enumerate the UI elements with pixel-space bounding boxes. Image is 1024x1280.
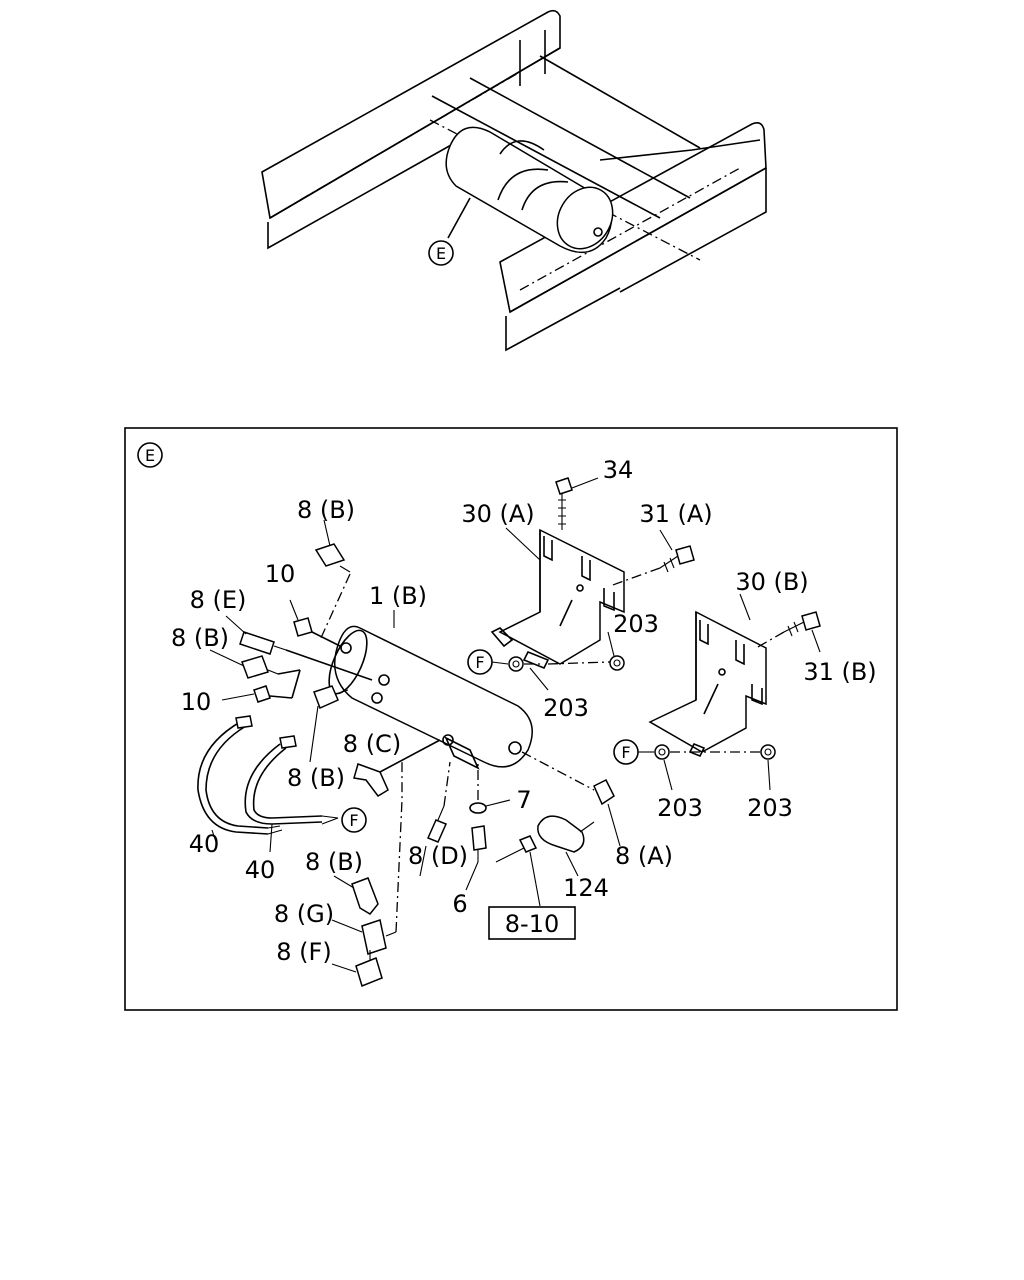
label-hose-40-left: 40 [189,830,220,858]
label-fitting-8b-top: 8 (B) [297,496,355,524]
fitting-8d[interactable] [426,805,448,843]
label-fitting-8b-bottom: 8 (B) [305,848,363,876]
svg-text:E: E [145,446,155,465]
overview-callout-e[interactable]: E [428,240,454,266]
label-switch-124: 124 [563,874,609,902]
fitting-8f[interactable] [355,950,383,988]
label-fitting-8e: 8 (E) [190,586,247,614]
label-fitting-8d: 8 (D) [408,842,468,870]
label-fitting-8g: 8 (G) [274,900,334,928]
label-tank: 1 (B) [369,582,427,610]
label-nut-203-right-a: 203 [657,794,703,822]
fitting-8g[interactable] [361,919,397,955]
label-nut-203-upper: 203 [613,610,659,638]
overview-illustration: E [261,9,767,352]
label-fitting-8b-left: 8 (B) [171,624,229,652]
bolt-31a[interactable] [659,545,695,573]
ref-f-right[interactable]: F [613,739,639,765]
overview-air-tank [445,126,614,254]
hose-40-left[interactable] [197,715,283,835]
ref-f-mid[interactable]: F [341,807,367,833]
hose-40-right[interactable] [244,735,339,825]
label-bracket-30a: 30 (A) [461,500,534,528]
label-nut-203-right-b: 203 [747,794,793,822]
label-nut-34: 34 [603,456,634,484]
plug-10-top[interactable] [293,617,313,637]
valve-6[interactable] [471,825,487,862]
bolt-31b[interactable] [783,611,821,637]
label-hose-40-right: 40 [245,856,276,884]
fitting-8c[interactable] [353,763,389,797]
nut-34[interactable] [555,477,573,530]
label-fitting-8b-mid: 8 (B) [287,764,345,792]
plug-10-bottom[interactable] [253,685,271,703]
detail-view-label: E [137,442,163,468]
switch-124[interactable] [537,815,595,853]
label-plug-10-top: 10 [265,560,296,588]
svg-text:F: F [349,811,358,830]
detail-frame [124,427,898,1011]
sensor-8-10[interactable] [495,835,538,863]
svg-text:F: F [475,653,484,672]
nut-203-left[interactable] [508,656,524,672]
label-plug-10-bottom: 10 [181,688,212,716]
label-valve-6: 6 [452,890,467,918]
label-fitting-8f: 8 (F) [276,938,331,966]
nut-203-right-a[interactable] [654,744,670,760]
fitting-8e[interactable] [239,631,287,655]
label-bolt-31a: 31 (A) [639,500,712,528]
label-fitting-8c: 8 (C) [343,730,401,758]
svg-text:F: F [621,743,630,762]
ref-box [488,906,576,940]
label-washer-7: 7 [516,786,531,814]
fitting-8b-left[interactable] [241,655,279,679]
detail-view-e: E [124,427,898,1011]
bracket-30a[interactable] [490,528,625,670]
label-bolt-31b: 31 (B) [803,658,876,686]
fitting-8b-mid[interactable] [313,685,349,710]
nut-203-right-b[interactable] [760,744,776,760]
label-fitting-8a: 8 (A) [615,842,673,870]
fitting-8b-bottom[interactable] [351,877,379,915]
washer-7[interactable] [469,802,487,814]
bracket-30b[interactable] [648,610,767,758]
nut-203-upper[interactable] [609,655,625,671]
fitting-8a[interactable] [593,778,615,806]
fitting-8b-top[interactable] [314,543,351,573]
label-ref-box: 8-10 [505,910,559,938]
label-bracket-30b: 30 (B) [735,568,808,596]
ref-f-left[interactable]: F [467,649,493,675]
label-nut-203-left: 203 [543,694,589,722]
svg-text:E: E [436,244,446,263]
